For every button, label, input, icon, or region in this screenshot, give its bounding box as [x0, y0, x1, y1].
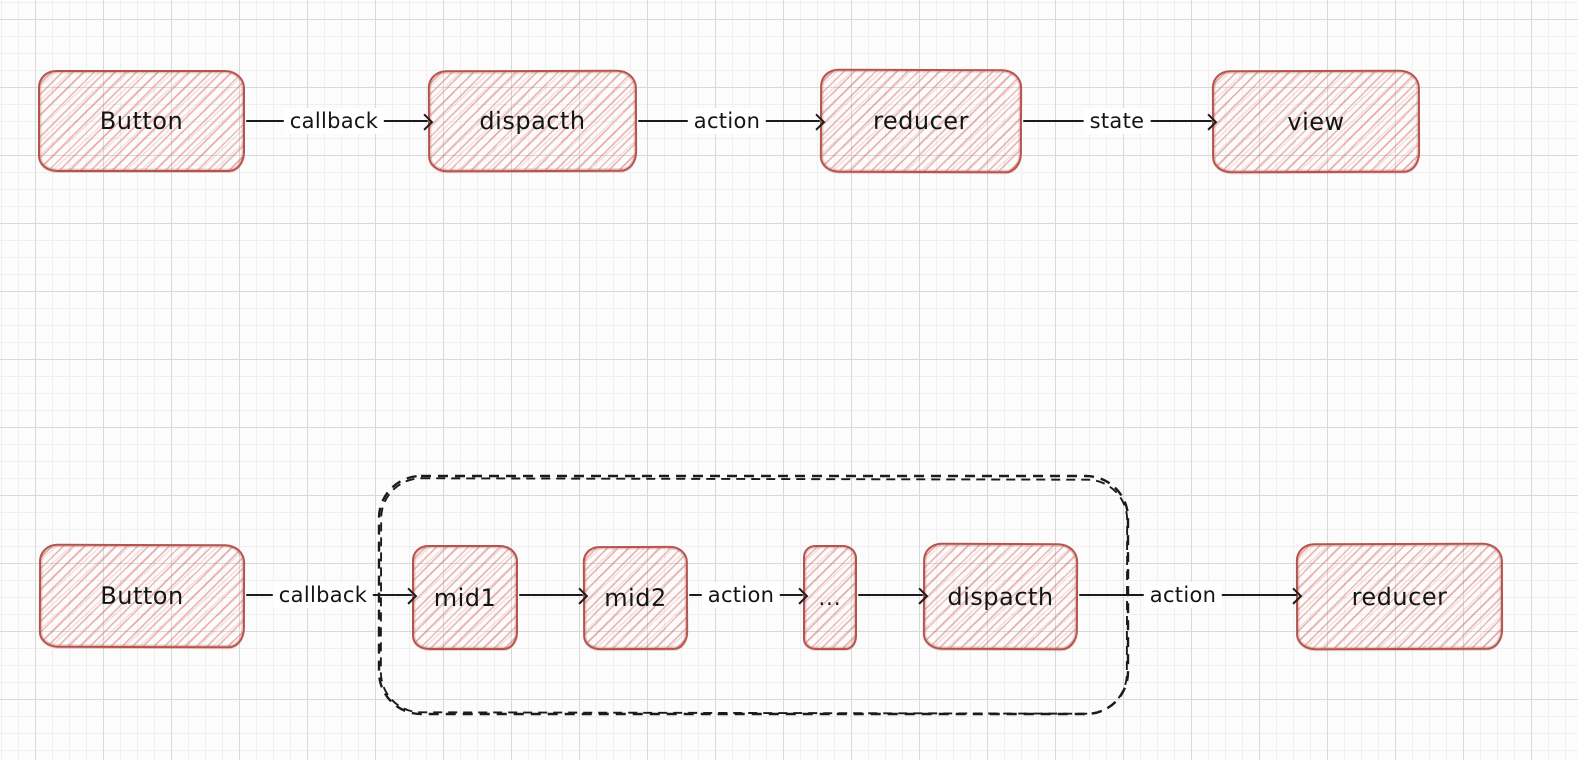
node-reducer-bottom-label: reducer	[1351, 582, 1448, 611]
node-button-top[interactable]: Button	[38, 70, 245, 172]
node-mid2[interactable]: mid2	[582, 545, 689, 651]
node-view-top[interactable]: view	[1211, 69, 1421, 174]
node-dispatch-bottom-label: dispacth	[947, 582, 1054, 611]
node-reducer-bottom[interactable]: reducer	[1295, 542, 1504, 651]
edge-action-bottom-1-label[interactable]: action	[701, 582, 781, 608]
node-button-top-label: Button	[99, 107, 184, 135]
node-reducer-top[interactable]: reducer	[819, 68, 1023, 174]
node-reducer-top-label: reducer	[872, 106, 969, 136]
node-dispatch-top-label: dispacth	[479, 106, 586, 136]
edge-state-top-label[interactable]: state	[1083, 108, 1151, 134]
edge-action-bottom-2-label[interactable]: action	[1143, 582, 1223, 608]
node-mid2-label: mid2	[604, 583, 667, 613]
node-dispatch-top[interactable]: dispacth	[427, 69, 638, 173]
edge-callback-top-label[interactable]: callback	[283, 108, 385, 134]
edge-mid1-mid2[interactable]	[519, 594, 583, 597]
node-button-bottom-label: Button	[100, 581, 184, 611]
node-mid1[interactable]: mid1	[412, 545, 518, 650]
node-mid1-label: mid1	[433, 583, 497, 612]
edge-callback-bottom-label[interactable]: callback	[272, 582, 374, 608]
node-ellipsis[interactable]: ...	[803, 545, 857, 650]
node-ellipsis-label: ...	[818, 585, 842, 610]
node-view-top-label: view	[1287, 107, 1345, 136]
group-outline-pass2	[379, 477, 1129, 715]
node-dispatch-bottom[interactable]: dispacth	[922, 542, 1079, 651]
node-button-bottom[interactable]: Button	[38, 543, 246, 649]
edge-ellipsis-dispatch[interactable]	[858, 594, 923, 597]
edge-action-top-label[interactable]: action	[687, 108, 767, 134]
